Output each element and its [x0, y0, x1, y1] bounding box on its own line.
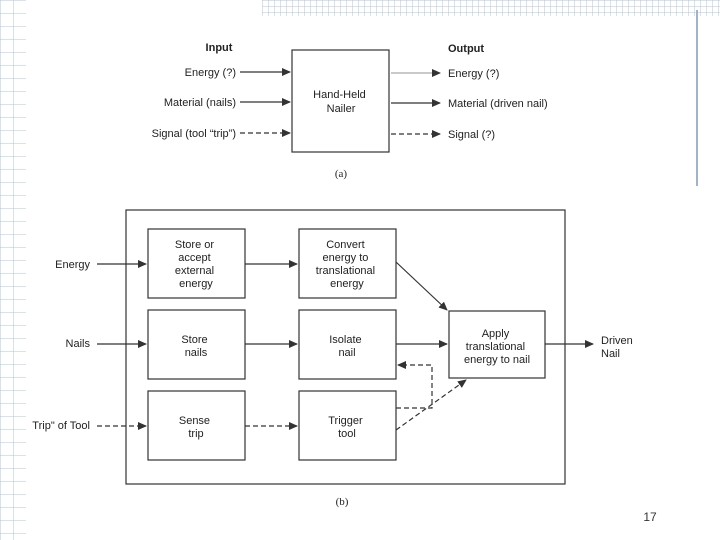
convert-energy-label: Convert energy to translational energy [316, 239, 378, 290]
diagram-a: Input Output Hand-Held Nailer Energy (?)… [152, 42, 548, 180]
page-number: 17 [643, 510, 657, 524]
hand-held-nailer-label: Hand-Held Nailer [313, 89, 369, 115]
input-trip-label: Trip" of Tool [32, 420, 90, 432]
input-signal-label: Signal (tool “trip”) [152, 128, 236, 140]
input-energy-label: Energy (?) [185, 67, 236, 79]
system-boundary-box [125, 209, 566, 485]
input-material-label: Material (nails) [164, 97, 236, 109]
trigger-tool-box [298, 390, 397, 461]
trigger-tool-label: Trigger tool [328, 415, 366, 440]
input-energy-label-b: Energy [55, 259, 90, 271]
background-grid-top [262, 0, 720, 16]
input-nails-label: Nails [66, 338, 91, 350]
output-signal-label: Signal (?) [448, 129, 495, 141]
store-energy-box [147, 228, 246, 299]
store-nails-box [147, 309, 246, 380]
arrow-trigger-to-isolate [396, 361, 433, 409]
apply-energy-label: Apply translational energy to nail [464, 328, 530, 366]
output-driven-nail-label: Driven Nail [601, 335, 636, 360]
right-rule-line [696, 10, 698, 186]
caption-b: (b) [336, 496, 349, 508]
store-energy-label: Store or accept external energy [175, 239, 217, 290]
arrow-trigger-to-apply [395, 379, 467, 431]
store-nails-label: Store nails [181, 334, 210, 359]
arrow-convert-to-apply [395, 261, 448, 311]
convert-energy-box [298, 228, 397, 299]
caption-a: (a) [335, 168, 348, 180]
input-header: Input [206, 42, 233, 54]
sense-trip-label: Sense trip [179, 415, 213, 440]
diagram-b: Energy Nails Trip" of Tool Store or acce… [32, 209, 636, 508]
sense-trip-box [147, 390, 246, 461]
background-grid-left [0, 0, 26, 540]
output-material-label: Material (driven nail) [448, 98, 548, 110]
apply-energy-box [448, 310, 546, 379]
hand-held-nailer-box [291, 49, 390, 153]
isolate-nail-label: Isolate nail [329, 334, 364, 359]
output-header: Output [448, 43, 484, 55]
output-energy-label: Energy (?) [448, 68, 499, 80]
